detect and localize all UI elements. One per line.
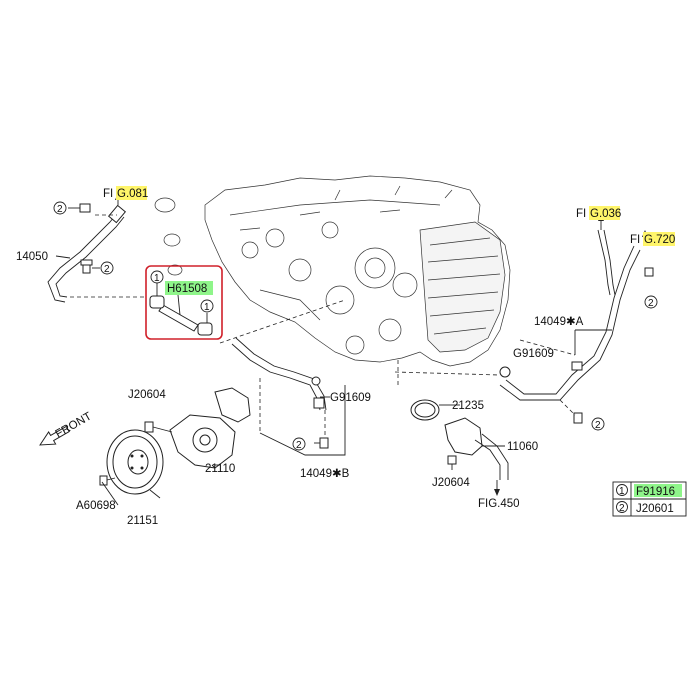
fig720-link[interactable]: G.720 bbox=[644, 234, 675, 246]
label-14050: 14050 bbox=[16, 251, 48, 263]
pipe-14049a bbox=[394, 214, 654, 424]
callout-2-fig720: 2 bbox=[644, 295, 658, 309]
callout-2-14049b: 2 bbox=[292, 437, 306, 451]
label-21110: 21110 bbox=[205, 463, 235, 475]
legend-part-1[interactable]: F91916 bbox=[636, 486, 675, 498]
bolt-fig081 bbox=[68, 203, 91, 213]
label-21235: 21235 bbox=[452, 400, 484, 412]
selection-box[interactable] bbox=[145, 265, 223, 340]
svg-text:2: 2 bbox=[104, 264, 110, 275]
callout-2-fig081: 2 bbox=[53, 201, 67, 215]
legend-row-1: 1 F91916 bbox=[616, 484, 675, 498]
bolt-14050 bbox=[80, 259, 100, 274]
label-g91609-right: G91609 bbox=[513, 348, 554, 360]
pipe-14049b bbox=[219, 299, 346, 456]
legend-part-2: J20601 bbox=[636, 503, 674, 515]
fig720-highlight bbox=[643, 232, 675, 246]
svg-text:2: 2 bbox=[296, 440, 302, 451]
h61508-highlight bbox=[165, 281, 213, 295]
label-21151: 21151 bbox=[127, 515, 158, 527]
legend-highlight bbox=[634, 484, 682, 497]
callout-1-lower: 1 bbox=[200, 299, 214, 313]
gasket-21235 bbox=[410, 399, 452, 421]
water-pump-21110 bbox=[144, 387, 251, 469]
fig081-highlight bbox=[116, 186, 147, 200]
pulley-21151 bbox=[99, 429, 164, 495]
svg-text:2: 2 bbox=[648, 298, 654, 309]
label-g91609-mid: G91609 bbox=[330, 392, 371, 404]
label-11060: 11060 bbox=[507, 441, 538, 453]
label-h61508[interactable]: H61508 bbox=[167, 283, 207, 295]
front-arrow bbox=[39, 425, 70, 446]
fig720-prefix: FI bbox=[630, 234, 640, 246]
label-a60698: A60698 bbox=[76, 500, 116, 512]
legend-mark-2: 2 bbox=[619, 503, 625, 514]
label-front: FRONT bbox=[54, 410, 94, 440]
svg-text:2: 2 bbox=[57, 204, 63, 215]
label-j20604-left: J20604 bbox=[128, 389, 166, 401]
callout-1-upper: 1 bbox=[150, 270, 164, 284]
legend-row-2: 2 J20601 bbox=[616, 501, 674, 515]
svg-text:2: 2 bbox=[595, 420, 601, 431]
label-14049a: 14049✱A bbox=[534, 316, 584, 328]
label-14049b: 14049✱B bbox=[300, 468, 350, 480]
legend-table: 1 F91916 2 J20601 bbox=[612, 481, 687, 517]
fig036-highlight bbox=[589, 206, 620, 220]
callout-2-14049a: 2 bbox=[591, 417, 605, 431]
fig036-link[interactable]: G.036 bbox=[590, 208, 621, 220]
engine-block bbox=[154, 175, 511, 367]
hose-h61508 bbox=[149, 283, 213, 336]
legend-mark-1: 1 bbox=[619, 486, 625, 497]
fig081-prefix: FI bbox=[103, 188, 113, 200]
callout-2-14050: 2 bbox=[100, 261, 114, 275]
svg-text:1: 1 bbox=[204, 302, 210, 313]
fig450-link[interactable]: FIG.450 bbox=[478, 498, 520, 510]
fig081-link[interactable]: G.081 bbox=[117, 188, 148, 200]
svg-text:1: 1 bbox=[154, 273, 160, 284]
label-j20604-right: J20604 bbox=[432, 477, 470, 489]
fig036-prefix: FI bbox=[576, 208, 586, 220]
outlet-11060 bbox=[397, 360, 509, 496]
